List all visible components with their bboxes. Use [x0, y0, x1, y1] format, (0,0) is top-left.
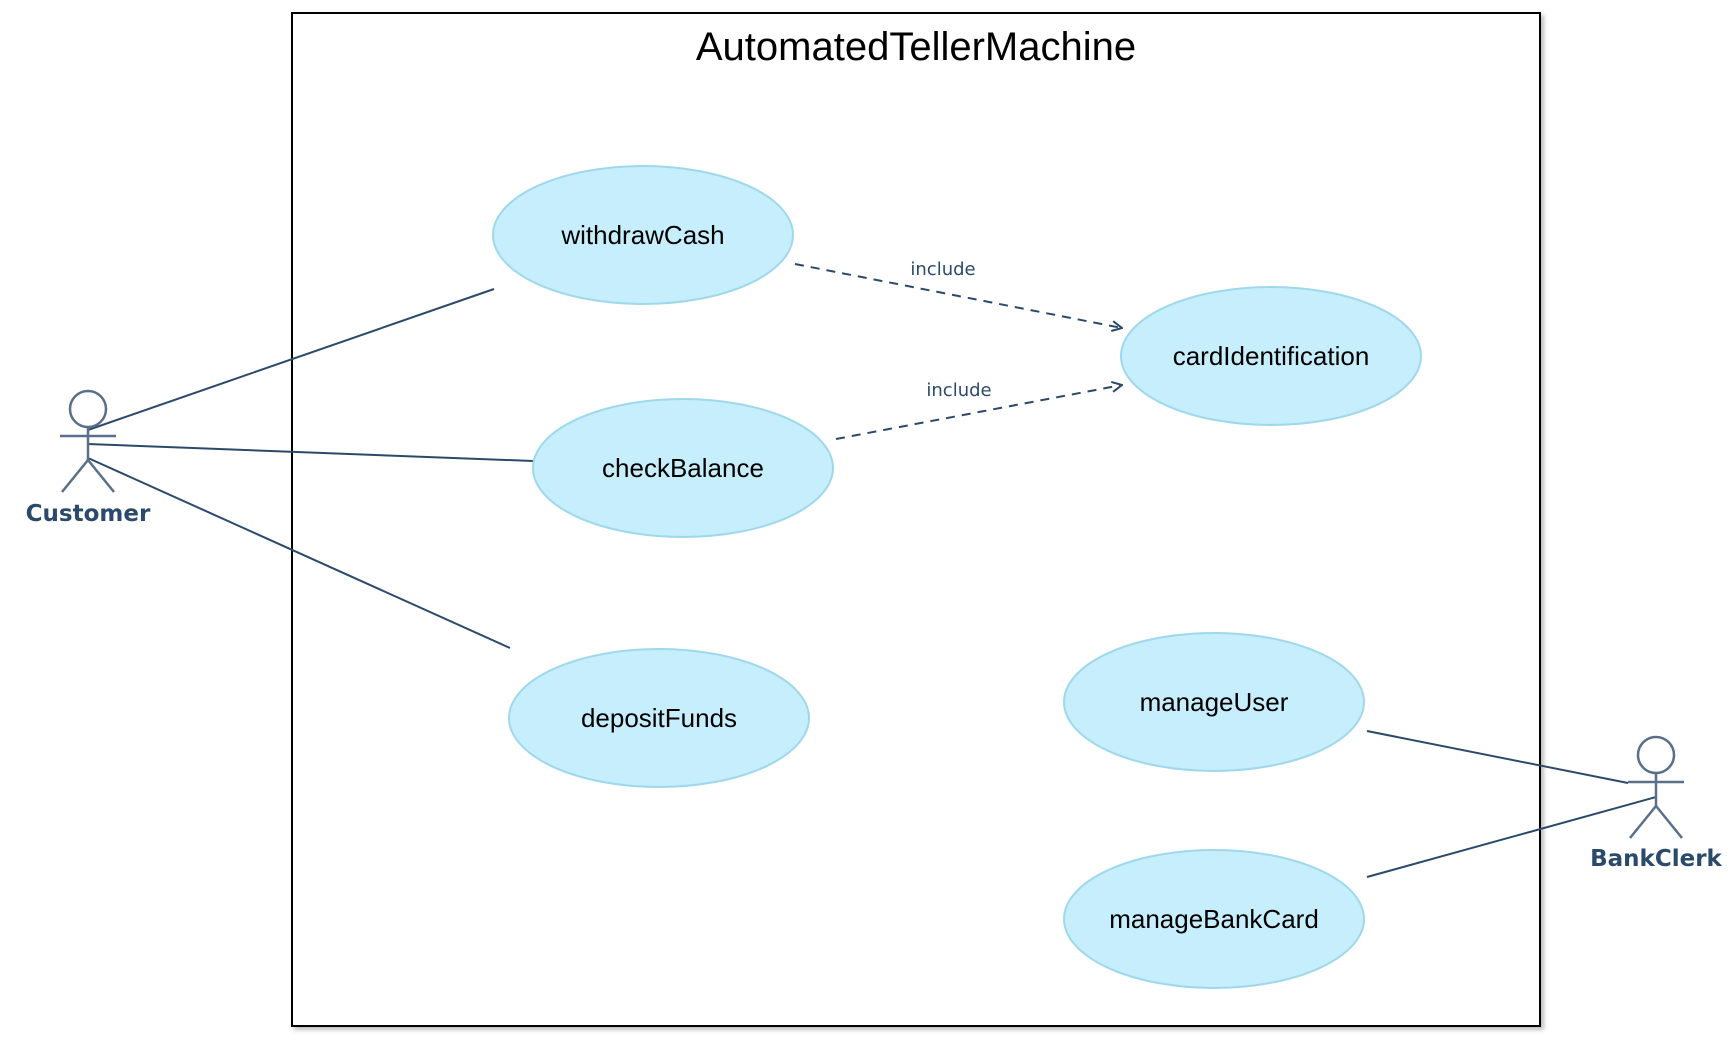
use-case-label: manageBankCard	[1109, 904, 1319, 934]
use-case-shape	[1120, 286, 1422, 426]
use-case-withdrawcash[interactable]: withdrawCash	[492, 165, 794, 305]
include-label-withdrawcash: include	[910, 259, 975, 280]
association-customer-withdrawcash	[87, 288, 495, 431]
actor-label: Customer	[26, 501, 151, 527]
use-case-label: checkBalance	[602, 453, 764, 483]
association-bankclerk-managebankcard	[1366, 796, 1657, 878]
use-case-cardidentification[interactable]: cardIdentification	[1120, 286, 1422, 426]
system-boundary	[291, 12, 1541, 1027]
actor-stick-figure-icon	[1628, 735, 1684, 839]
use-case-managebankcard[interactable]: manageBankCard	[1063, 849, 1365, 989]
actor-stick-figure-icon	[60, 389, 116, 493]
use-case-label: depositFunds	[581, 703, 737, 733]
association-bankclerk-manageuser	[1366, 730, 1629, 784]
include-arrow-withdrawcash	[794, 263, 1122, 328]
actor-label: BankClerk	[1590, 846, 1722, 872]
system-title: AutomatedTellerMachine	[696, 25, 1136, 69]
use-case-depositfunds[interactable]: depositFunds	[508, 648, 810, 788]
use-case-checkbalance[interactable]: checkBalance	[532, 398, 834, 538]
use-case-shape	[532, 398, 834, 538]
use-case-shape	[1063, 632, 1365, 772]
use-case-shape	[1063, 849, 1365, 989]
use-case-label: cardIdentification	[1173, 341, 1370, 371]
association-customer-checkbalance	[87, 443, 534, 462]
include-arrow-checkbalance	[835, 385, 1122, 440]
include-relations	[794, 263, 1122, 440]
association-customer-depositfunds	[87, 457, 511, 649]
use-case-label: withdrawCash	[560, 220, 724, 250]
use-case-shape	[508, 648, 810, 788]
actor-customer[interactable]: Customer	[26, 389, 151, 527]
use-case-manageuser[interactable]: manageUser	[1063, 632, 1365, 772]
actor-bankclerk[interactable]: BankClerk	[1590, 735, 1723, 872]
associations	[87, 288, 1657, 878]
use-case-shape	[492, 165, 794, 305]
include-label-checkbalance: include	[926, 380, 991, 401]
use-case-label: manageUser	[1140, 687, 1289, 717]
